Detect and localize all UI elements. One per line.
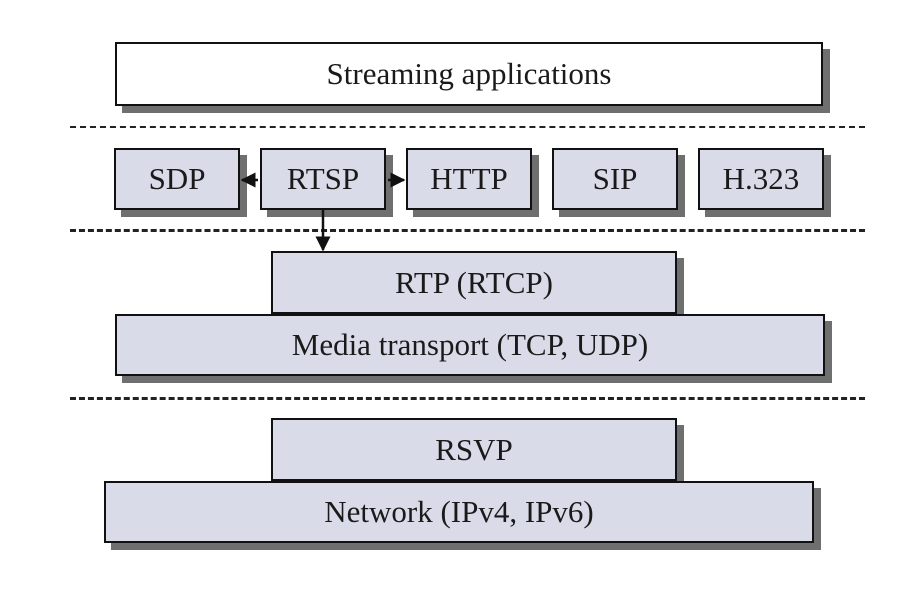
rtp-rtcp-label: RTP (RTCP) (395, 264, 553, 300)
separator-session (70, 229, 865, 232)
separator-transport (70, 397, 865, 400)
network-label: Network (IPv4, IPv6) (324, 494, 594, 529)
sip-box: SIP (552, 148, 678, 210)
h323-box: H.323 (698, 148, 824, 210)
rtsp-label: RTSP (286, 161, 360, 196)
separator-applications (70, 126, 865, 128)
rtp-rtcp-box: RTP (RTCP) (271, 251, 677, 314)
media-transport-box: Media transport (TCP, UDP) (115, 314, 825, 376)
streaming-applications-box: Streaming applications (115, 42, 823, 106)
h323-label: H.323 (722, 161, 800, 196)
rsvp-label: RSVP (435, 431, 513, 467)
http-label: HTTP (430, 161, 508, 196)
sdp-box: SDP (114, 148, 240, 210)
http-box: HTTP (406, 148, 532, 210)
sdp-label: SDP (148, 161, 206, 196)
media-transport-label: Media transport (TCP, UDP) (291, 327, 649, 362)
network-box: Network (IPv4, IPv6) (104, 481, 814, 543)
streaming-applications-label: Streaming applications (326, 56, 612, 91)
rsvp-box: RSVP (271, 418, 677, 481)
rtsp-box: RTSP (260, 148, 386, 210)
sip-label: SIP (592, 161, 638, 196)
